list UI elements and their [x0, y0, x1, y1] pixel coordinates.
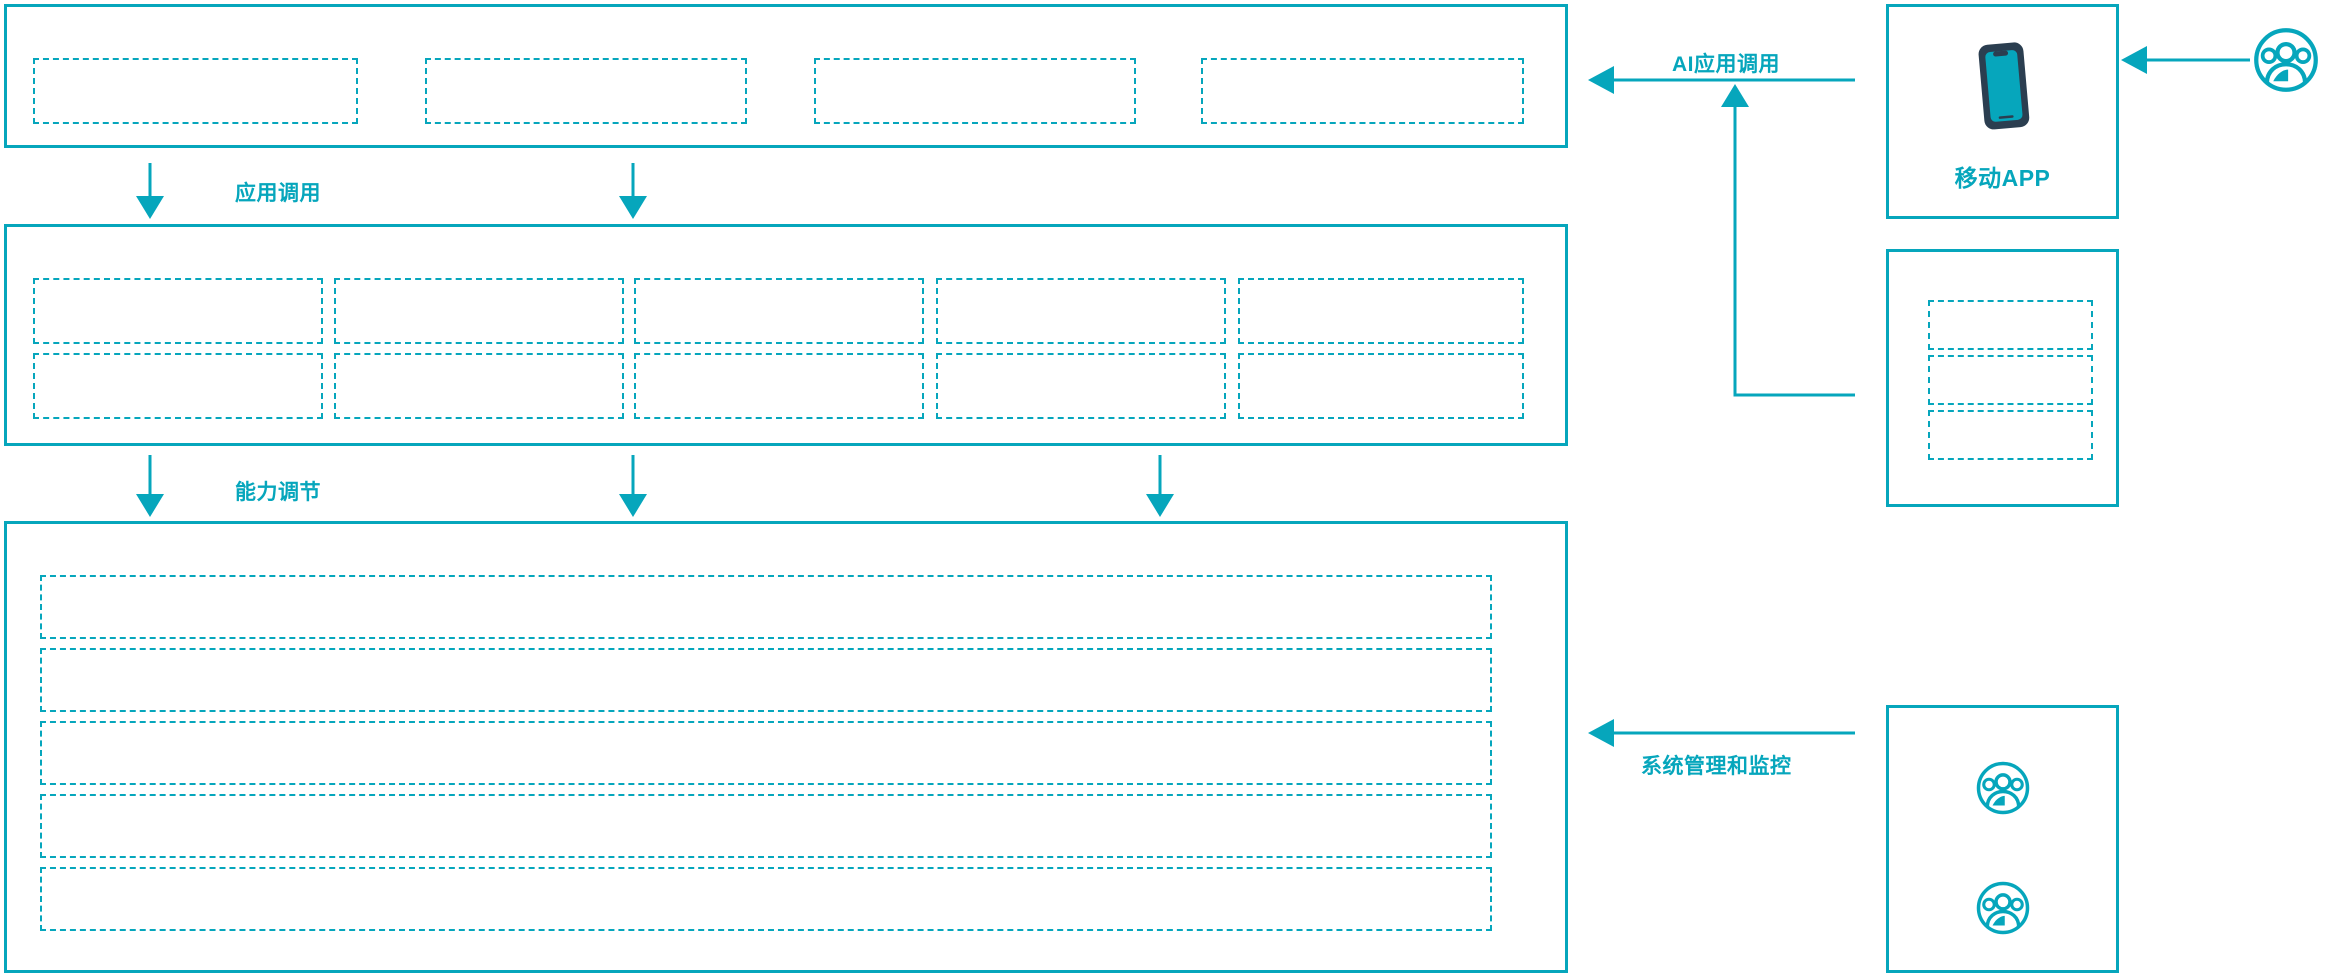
platform-layer-slot-4[interactable]: [40, 794, 1492, 858]
arrow-admin-to-platform: [1588, 719, 1855, 747]
capability-layer-slot-3[interactable]: [634, 278, 924, 344]
admin-card[interactable]: [1886, 705, 2119, 973]
mobile-app-card[interactable]: 移动APP: [1886, 4, 2119, 219]
elbow-module-to-ai-line: [1721, 84, 1855, 397]
label-capability-adjust: 能力调节: [235, 481, 321, 504]
capability-layer-slot-5[interactable]: [1238, 278, 1524, 344]
module-card-slot-2[interactable]: [1928, 355, 2093, 405]
capability-layer-slot-8[interactable]: [634, 353, 924, 419]
capability-layer-slot-4[interactable]: [936, 278, 1226, 344]
capability-layer-slot-6[interactable]: [33, 353, 323, 419]
arrow-capability-to-platform-1: [136, 455, 164, 517]
platform-layer-slot-5[interactable]: [40, 867, 1492, 931]
user-group-icon: [1975, 760, 2031, 816]
label-ai-app-invoke: AI应用调用: [1672, 53, 1780, 76]
application-layer-slot-2[interactable]: [425, 58, 747, 124]
label-system-admin-monitor: 系统管理和监控: [1641, 755, 1792, 778]
platform-layer-slot-1[interactable]: [40, 575, 1492, 639]
capability-layer-slot-2[interactable]: [334, 278, 624, 344]
arrow-app-to-capability-2: [619, 163, 647, 219]
user-group-icon: [2252, 26, 2320, 94]
arrow-user-to-mobile-app: [2121, 46, 2250, 74]
module-card-slot-3[interactable]: [1928, 410, 2093, 460]
application-layer-slot-1[interactable]: [33, 58, 358, 124]
user-group-icon: [1975, 880, 2031, 936]
platform-layer-slot-3[interactable]: [40, 721, 1492, 785]
label-app-invoke: 应用调用: [235, 182, 321, 205]
smartphone-icon: [1963, 37, 2043, 137]
platform-layer-slot-2[interactable]: [40, 648, 1492, 712]
arrow-capability-to-platform-3: [1146, 455, 1174, 517]
application-layer-slot-4[interactable]: [1201, 58, 1524, 124]
capability-layer-slot-9[interactable]: [936, 353, 1226, 419]
capability-layer-slot-7[interactable]: [334, 353, 624, 419]
capability-layer-slot-1[interactable]: [33, 278, 323, 344]
capability-layer-slot-10[interactable]: [1238, 353, 1524, 419]
application-layer-slot-3[interactable]: [814, 58, 1136, 124]
arrow-app-to-capability-1: [136, 163, 164, 219]
module-card-slot-1[interactable]: [1928, 300, 2093, 350]
mobile-app-caption: 移动APP: [1954, 165, 2051, 191]
arrow-capability-to-platform-2: [619, 455, 647, 517]
